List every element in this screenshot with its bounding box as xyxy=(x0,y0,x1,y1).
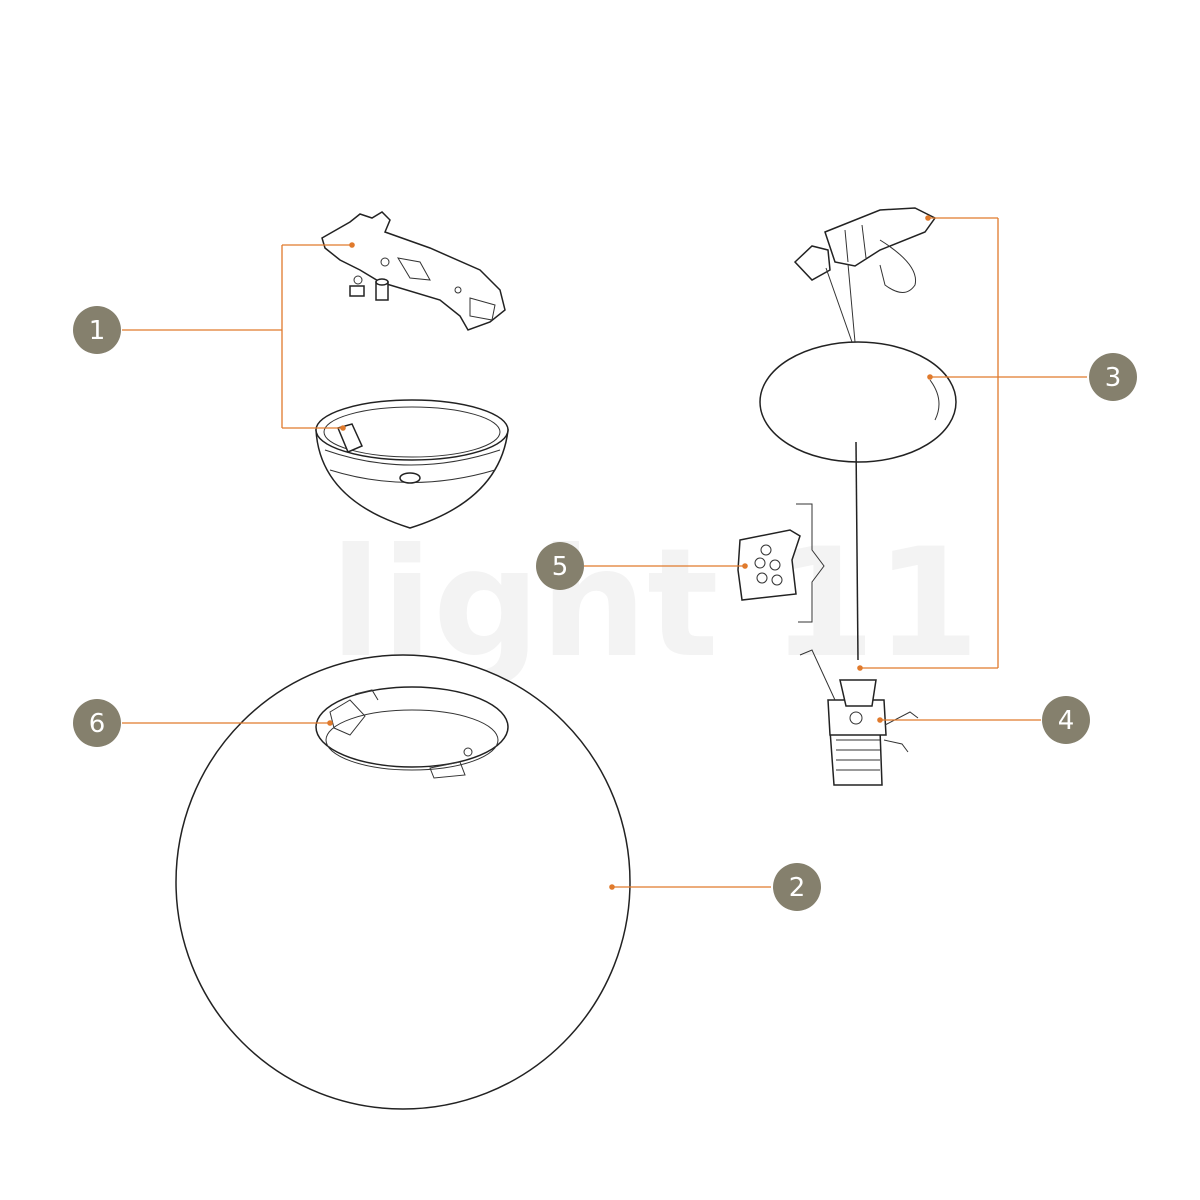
leader-1 xyxy=(122,244,352,429)
leader-3-dot-suspension xyxy=(925,215,931,221)
leader-6-dot xyxy=(327,720,333,726)
callout-1: 1 xyxy=(73,306,121,354)
leader-5-dot xyxy=(742,563,748,569)
mounting-bracket-drawing xyxy=(321,211,506,331)
leader-2-dot xyxy=(609,884,615,890)
callout-3-label: 3 xyxy=(1105,363,1122,393)
lamp-socket-drawing xyxy=(799,649,919,786)
leader-3-dot-disc xyxy=(927,374,933,380)
callout-2: 2 xyxy=(773,863,821,911)
callout-5: 5 xyxy=(536,542,584,590)
callout-3: 3 xyxy=(1089,353,1137,401)
leader-1-dot-bowl xyxy=(340,425,346,431)
callout-2-label: 2 xyxy=(789,873,806,903)
glass-globe-drawing xyxy=(175,654,631,1110)
leader-lines xyxy=(122,215,1087,890)
callout-6-label: 6 xyxy=(89,709,106,739)
leader-3 xyxy=(860,217,1087,669)
leader-4-dot xyxy=(877,717,883,723)
adapter-plate-drawing xyxy=(737,503,825,623)
callout-1-label: 1 xyxy=(89,316,106,346)
suspension-set-drawing xyxy=(759,207,957,661)
canopy-bowl-drawing xyxy=(315,399,509,529)
callout-6: 6 xyxy=(73,699,121,747)
leader-3-dot-cable xyxy=(857,665,863,671)
callout-4: 4 xyxy=(1042,696,1090,744)
leader-1-dot-bracket xyxy=(349,242,355,248)
callout-5-label: 5 xyxy=(552,552,569,582)
callout-4-label: 4 xyxy=(1058,706,1075,736)
